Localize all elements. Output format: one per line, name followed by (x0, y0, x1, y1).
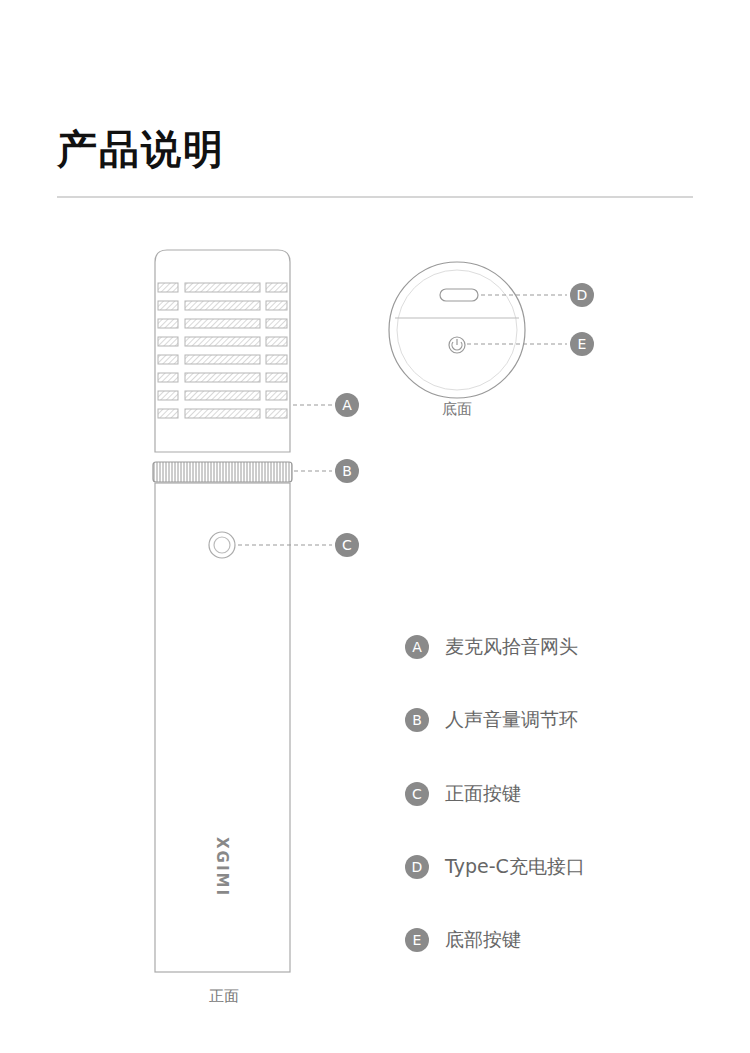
grille-slot (185, 337, 260, 346)
grille-slot (266, 355, 287, 364)
bottom-view (397, 270, 517, 390)
grille-slot (185, 373, 260, 382)
grille-slot (158, 319, 178, 328)
grille-slot (185, 301, 260, 310)
grille-slot (266, 337, 287, 346)
part-name: 人声音量调节环 (445, 707, 578, 733)
volume-ring (153, 462, 292, 482)
title-rule (57, 196, 693, 198)
grille-slot (185, 391, 260, 400)
view-caption: 底面 (442, 400, 472, 419)
mic-body (155, 483, 290, 972)
part-name: 麦克风拾音网头 (445, 634, 578, 660)
leader-lines (238, 295, 567, 545)
view-caption: 正面 (209, 987, 239, 1006)
power-button (449, 337, 465, 353)
page-title: 产品说明 (57, 122, 225, 177)
grille-slot (158, 409, 178, 418)
callout-letter: C (335, 533, 359, 557)
power-icon (452, 339, 462, 350)
callout-letter: D (570, 283, 594, 307)
part-name: 底部按键 (445, 927, 521, 953)
grille-slot (266, 409, 287, 418)
brand-logo: XGIMI (213, 837, 231, 897)
grille-slot (158, 337, 178, 346)
list-letter: E (405, 928, 429, 952)
part-name: Type-C充电接口 (445, 854, 585, 880)
grille-slot (158, 355, 178, 364)
grille-slot (158, 301, 178, 310)
front-button (209, 532, 235, 558)
typec-port (440, 289, 478, 301)
grille-slot (266, 283, 287, 292)
list-letter: A (405, 635, 429, 659)
callout-letter: E (570, 332, 594, 356)
grille-slot (185, 355, 260, 364)
grille-slots (158, 283, 287, 418)
list-letter: C (405, 782, 429, 806)
grille-slot (158, 283, 178, 292)
mic-grille (155, 250, 290, 452)
grille-slot (158, 391, 178, 400)
list-letter: B (405, 708, 429, 732)
callout-letter: B (335, 459, 359, 483)
grille-slot (266, 373, 287, 382)
callout-letter: A (335, 393, 359, 417)
list-letter: D (405, 855, 429, 879)
grille-slot (158, 373, 178, 382)
grille-slot (266, 301, 287, 310)
grille-slot (185, 319, 260, 328)
grille-slot (185, 283, 260, 292)
grille-slot (266, 319, 287, 328)
front-button (214, 537, 230, 553)
grille-slot (266, 391, 287, 400)
bottom-view (389, 262, 525, 398)
part-name: 正面按键 (445, 781, 521, 807)
grille-slot (185, 409, 260, 418)
bottom-divider (395, 318, 519, 319)
